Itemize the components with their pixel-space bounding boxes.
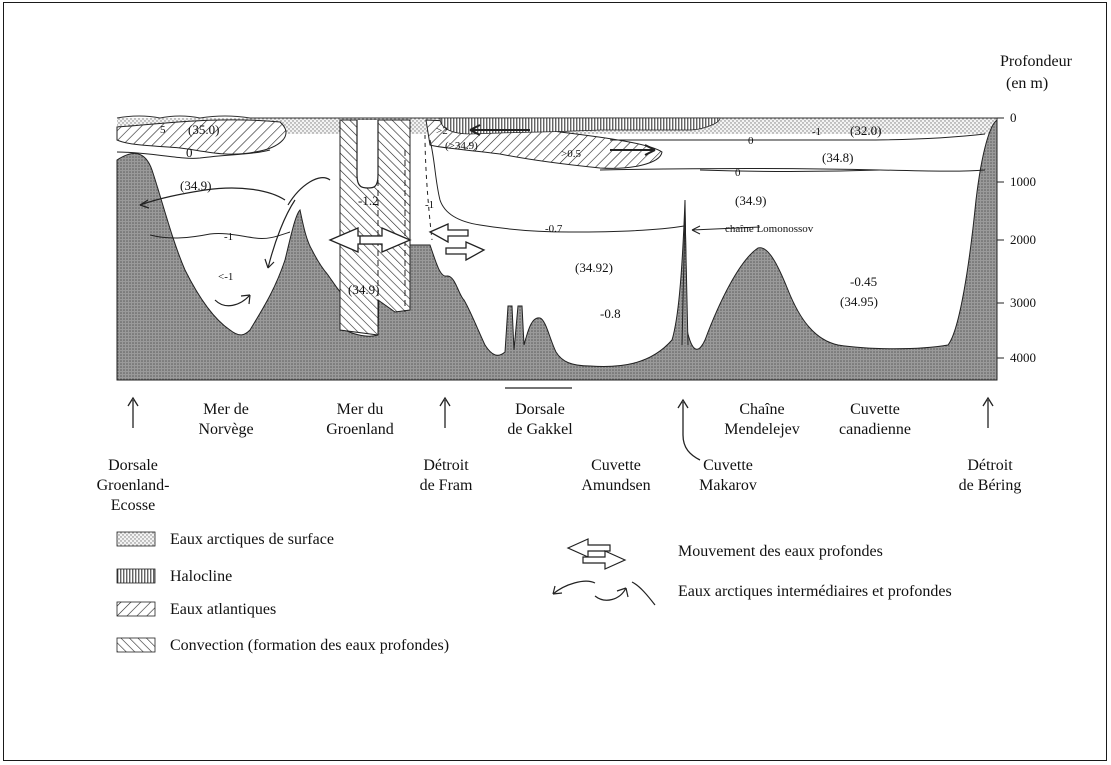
curved-arrows-icon — [553, 581, 655, 605]
label-dorsale-gakkel-1: Dorsale — [515, 401, 565, 418]
annotation-5: 5 — [160, 124, 166, 136]
fram-arrow-left — [430, 224, 468, 242]
circulation-arrow-norvege-3 — [215, 295, 250, 306]
annotation-salinity-3495: (34.95) — [840, 294, 878, 309]
legend-swatch-halocline — [117, 569, 155, 583]
annotation-minus12: -1.2 — [358, 193, 379, 208]
annotation-minus1c: -1 — [812, 126, 821, 138]
annotation-salinity-3492: (34.92) — [575, 260, 613, 275]
double-arrow-icon — [568, 539, 625, 569]
annotation-salinity-349a: (34.9) — [180, 178, 211, 193]
label-mer-groenland-1: Mer du — [337, 401, 384, 418]
label-dorsale-gakkel-2: de Gakkel — [507, 421, 573, 438]
depth-axis — [997, 118, 1004, 380]
label-detroit-bering-2: de Béring — [959, 477, 1022, 494]
label-chaine-mendelejev-1: Chaîne — [739, 401, 784, 418]
isoline-fram-dashed — [425, 135, 432, 240]
label-cuvette-amundsen-1: Cuvette — [591, 457, 641, 474]
annotation-minus045: -0.45 — [850, 274, 877, 289]
depth-axis-title-2: (en m) — [1006, 75, 1048, 92]
isoline-minus1-arctic — [610, 134, 985, 140]
depth-tick-4000: 4000 — [1010, 350, 1036, 365]
legend-surface: Eaux arctiques de surface — [170, 531, 334, 548]
label-cuvette-amundsen-2: Amundsen — [581, 477, 650, 494]
legend-swatch-surface — [117, 532, 155, 546]
label-mer-norvege-2: Norvège — [198, 421, 253, 438]
annotation-salinity-349c: (34.9) — [735, 193, 766, 208]
annotation-0b: 0 — [748, 135, 754, 147]
annotation-minus1a: -1 — [224, 231, 233, 243]
legend-intermediaires: Eaux arctiques intermédiaires et profond… — [678, 583, 952, 600]
label-detroit-fram-1: Détroit — [423, 457, 469, 474]
depth-tick-1000: 1000 — [1010, 174, 1036, 189]
label-dorsale-ge-2: Groenland- — [97, 477, 170, 494]
annotation-0c: 0 — [735, 167, 741, 179]
annotation-0a: 0 — [186, 145, 193, 160]
annotation-salinity-348: (34.8) — [822, 150, 853, 165]
depth-axis-title-1: Profondeur — [1000, 53, 1073, 70]
label-detroit-fram-2: de Fram — [420, 477, 473, 494]
arrow-up-icon — [678, 400, 700, 460]
label-dorsale-ge-3: Ecosse — [111, 497, 155, 514]
isoline-0-arctic — [600, 169, 985, 172]
label-mer-norvege-1: Mer de — [203, 401, 249, 418]
label-cuvette-makarov-2: Makarov — [699, 477, 757, 494]
annotation-lomonossov: chaîne Lomonossov — [725, 223, 814, 235]
label-cuvette-makarov-1: Cuvette — [703, 457, 753, 474]
label-dorsale-ge-1: Dorsale — [108, 457, 158, 474]
legend-halocline: Halocline — [170, 568, 232, 585]
annotation-salinity-349b: (34.9) — [348, 282, 379, 297]
label-chaine-mendelejev-2: Mendelejev — [724, 421, 800, 438]
annotation-minus08: -0.8 — [600, 306, 621, 321]
label-cuvette-canadienne-2: canadienne — [839, 421, 911, 438]
isoline-0-basin — [700, 170, 880, 172]
legend-swatch-atlantique — [117, 602, 155, 616]
legend-swatch-convection — [117, 638, 155, 652]
label-detroit-bering-1: Détroit — [967, 457, 1013, 474]
label-cuvette-canadienne-1: Cuvette — [850, 401, 900, 418]
annotation-minus1b: -1 — [425, 199, 434, 211]
annotation-gt2: >2 — [436, 125, 448, 137]
legend-convection: Convection (formation des eaux profondes… — [170, 637, 449, 654]
arrow-up-icon — [128, 398, 138, 428]
annotation-lt-minus1: <-1 — [218, 271, 233, 283]
fram-arrow-right — [446, 242, 484, 260]
legend-atlantique: Eaux atlantiques — [170, 601, 276, 618]
depth-tick-3000: 3000 — [1010, 295, 1036, 310]
annotation-gt05: >0.5 — [561, 148, 581, 160]
annotation-salinity-35: (35.0) — [188, 122, 219, 137]
depth-tick-0: 0 — [1010, 110, 1017, 125]
depth-tick-2000: 2000 — [1010, 232, 1036, 247]
arrow-up-icon — [983, 398, 993, 428]
annotation-gt349: (>34.9) — [445, 140, 478, 152]
annotation-minus07: -0.7 — [545, 223, 563, 235]
arrow-up-icon — [440, 398, 450, 428]
sinking-plume — [357, 120, 378, 188]
legend-mouvement: Mouvement des eaux profondes — [678, 543, 883, 560]
annotation-salinity-320: (32.0) — [850, 123, 881, 138]
label-mer-groenland-2: Groenland — [326, 421, 394, 438]
